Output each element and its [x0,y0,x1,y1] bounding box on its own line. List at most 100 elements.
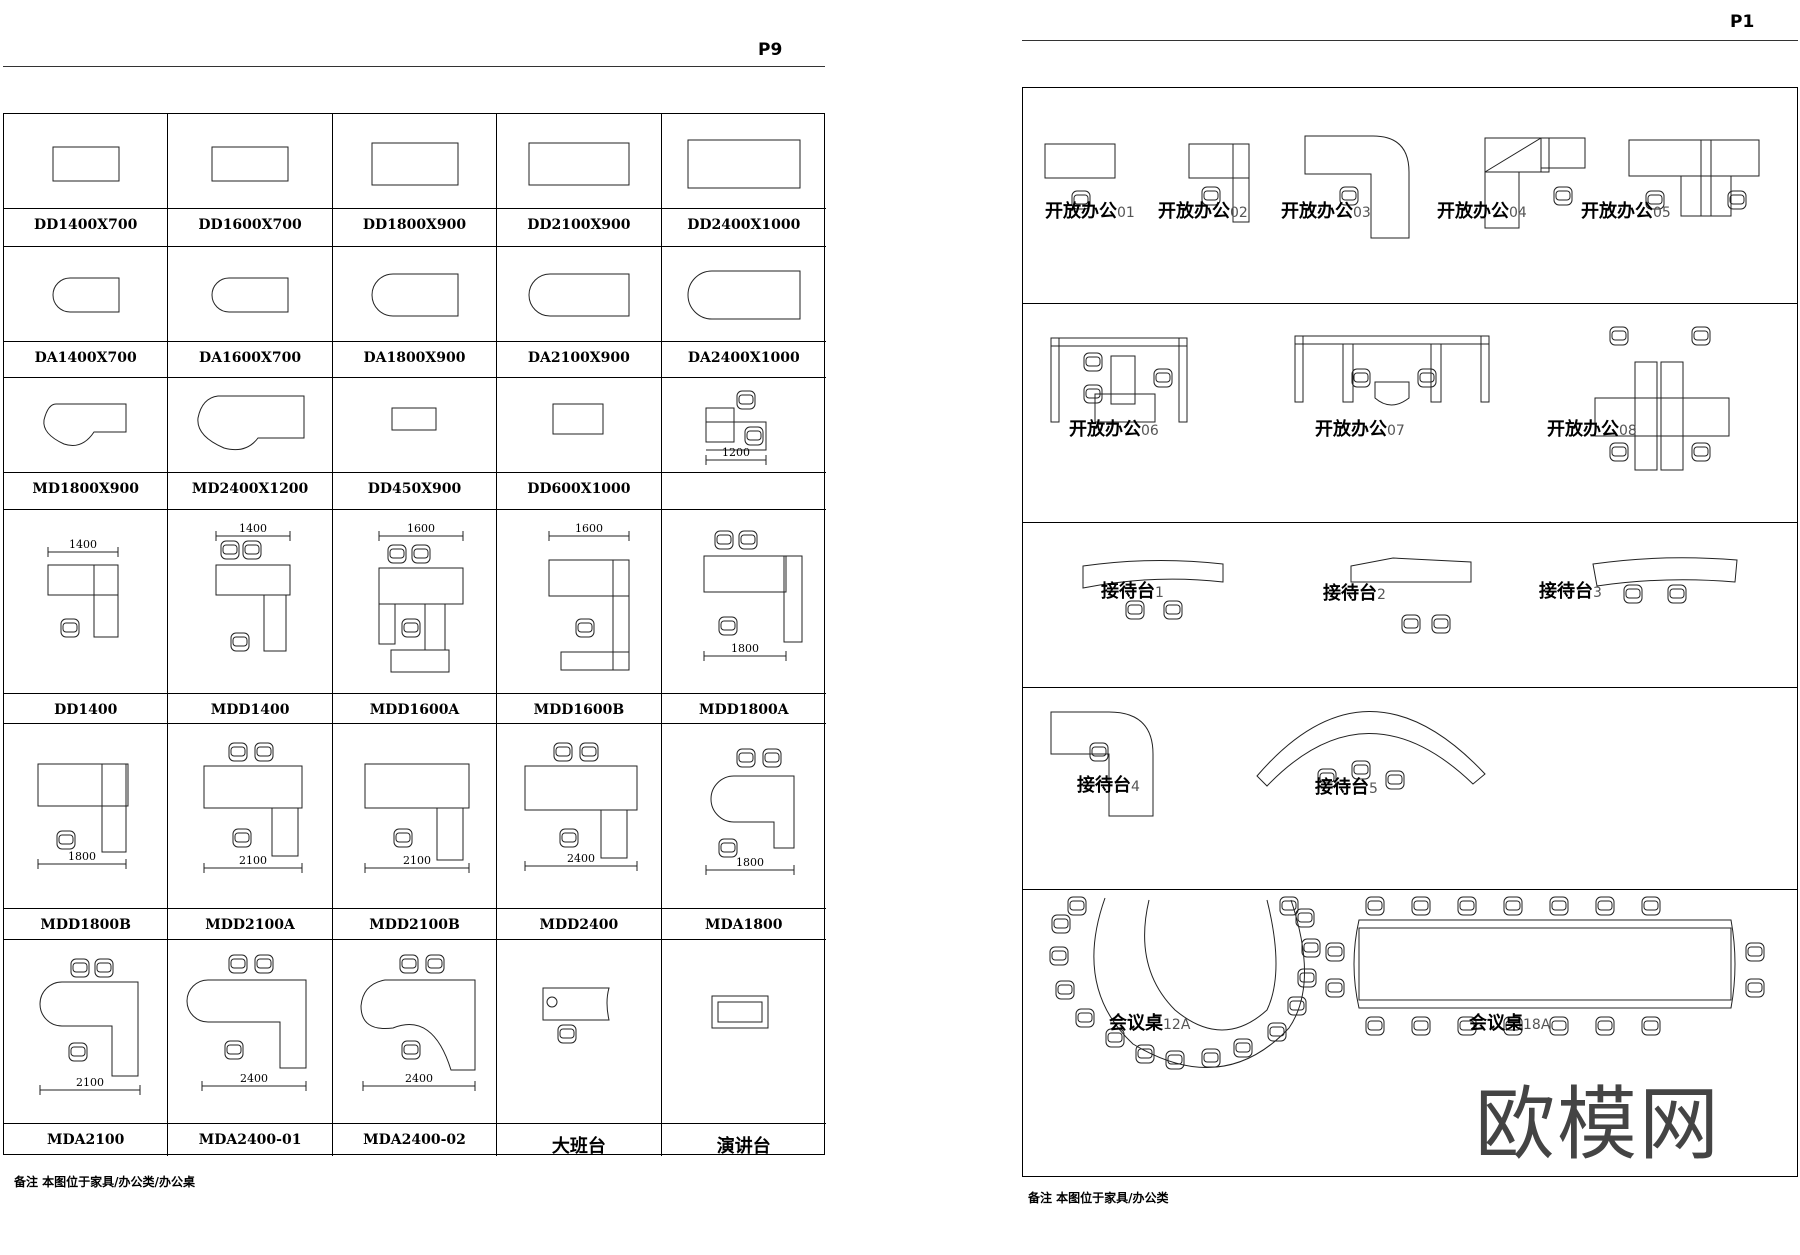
chair-icon [553,742,573,762]
catalog-label: MDA1800 [705,917,783,933]
desk-drawing [711,995,769,1029]
rectangular-desk [687,139,801,189]
chair-icon [762,748,782,768]
layout-label: 开放办公02 [1158,197,1248,223]
lectern-top [717,1001,763,1023]
catalog-label: MDD2400 [539,917,619,933]
layout-label-suffix: 18A [1523,1017,1551,1033]
row-reception-b [1023,688,1797,890]
chair-icon [1503,896,1523,916]
label-band-rule [332,693,497,694]
header-rule [1022,40,1798,41]
chair-icon [1609,326,1629,346]
label-band-rule [497,1123,661,1124]
layout-label: 开放办公06 [1069,415,1159,441]
rectangular-desk [371,142,459,186]
layout-label-suffix: 05 [1653,205,1671,221]
page-number: P9 [758,40,783,60]
catalog-label: DA1400X700 [34,350,137,366]
layout-drawings [1044,135,1765,1070]
layout-label: 开放办公05 [1581,197,1671,223]
label-band-rule [4,1123,168,1124]
desk-shape [1700,139,1712,217]
desk-shape [560,651,630,671]
executive-desk [542,987,610,1021]
chair-icon [1153,368,1173,388]
conference-table [1353,919,1736,1009]
corner-desk [1304,135,1410,239]
dimension-line: 2400 [201,1072,307,1091]
catalog-label: MDD1400 [210,702,290,718]
desk-drawing [528,142,630,186]
chair-icon [242,540,262,560]
chair-icon [1691,326,1711,346]
chair-icon [1351,760,1371,780]
catalog-label: MDD1600A [369,702,460,718]
dimension-line: 1600 [378,522,464,541]
desk-shape [271,807,299,857]
desk-shape [1232,143,1250,223]
reception-desk [1350,557,1472,583]
label-band-rule [332,472,497,473]
rounded-desk [211,277,289,313]
label-band-rule [332,208,497,209]
desk-drawing: 1600 [548,522,630,671]
chair-icon [1351,368,1371,388]
desk-shape [705,407,735,443]
chair-icon [254,742,274,762]
chair-icon [220,540,240,560]
chair-icon [1365,1016,1385,1036]
chair-icon [718,838,738,858]
desk-shape [1680,175,1732,217]
lectern [711,995,769,1029]
chair-icon [738,530,758,550]
dimension-line: 1800 [705,856,795,875]
desk-drawing [211,277,289,313]
desk-drawing: 2400 [524,742,638,871]
chair-icon [1089,742,1109,762]
catalog-cell: MD2400X1200 [168,378,333,510]
chair-icon [718,616,738,636]
desk-shape [203,765,303,809]
chair-icon [1055,980,1075,1000]
layout-label: 开放办公04 [1437,197,1527,223]
rectangular-desk [211,146,289,182]
chair-icon [1745,942,1765,962]
dimension-label: 2400 [405,1072,433,1085]
chair-icon [1727,190,1747,210]
desk-drawing [197,395,305,451]
chair-icon [575,618,595,638]
desk-shape [1358,927,1732,1001]
chair-icon [1297,968,1317,988]
dimension-label: 1600 [407,522,435,535]
chair-icon [557,1024,577,1044]
chair-icon [1503,1016,1523,1036]
dimension-line: 2400 [524,852,638,871]
chair-icon [1233,1038,1253,1058]
layout-label-main: 开放办公 [1069,419,1141,440]
catalog-cell: 演讲台 [661,940,826,1157]
label-band-rule [168,341,332,342]
curved-reception [1082,559,1224,589]
layout-label-suffix: 5 [1369,781,1378,797]
layout-label: 会议桌12A [1109,1009,1190,1035]
catalog-label: MD2400X1200 [191,481,309,497]
label-band-rule [168,472,332,473]
label-band-rule [168,693,332,694]
small-desk [552,403,604,435]
watermark-logo: 欧模网 [1475,1078,1721,1171]
rounded-desk [371,273,459,317]
chair-icon [579,742,599,762]
label-band-rule [661,908,826,909]
rounded-desk [687,270,801,320]
desk-drawing [687,139,801,189]
dimension-line: 1400 [215,522,291,541]
small-desk [391,407,437,431]
layout-label-suffix: 2 [1377,587,1386,603]
desk-shape [1044,143,1116,179]
curved-conference-table [1093,897,1305,1069]
corner-reception [1050,711,1154,817]
